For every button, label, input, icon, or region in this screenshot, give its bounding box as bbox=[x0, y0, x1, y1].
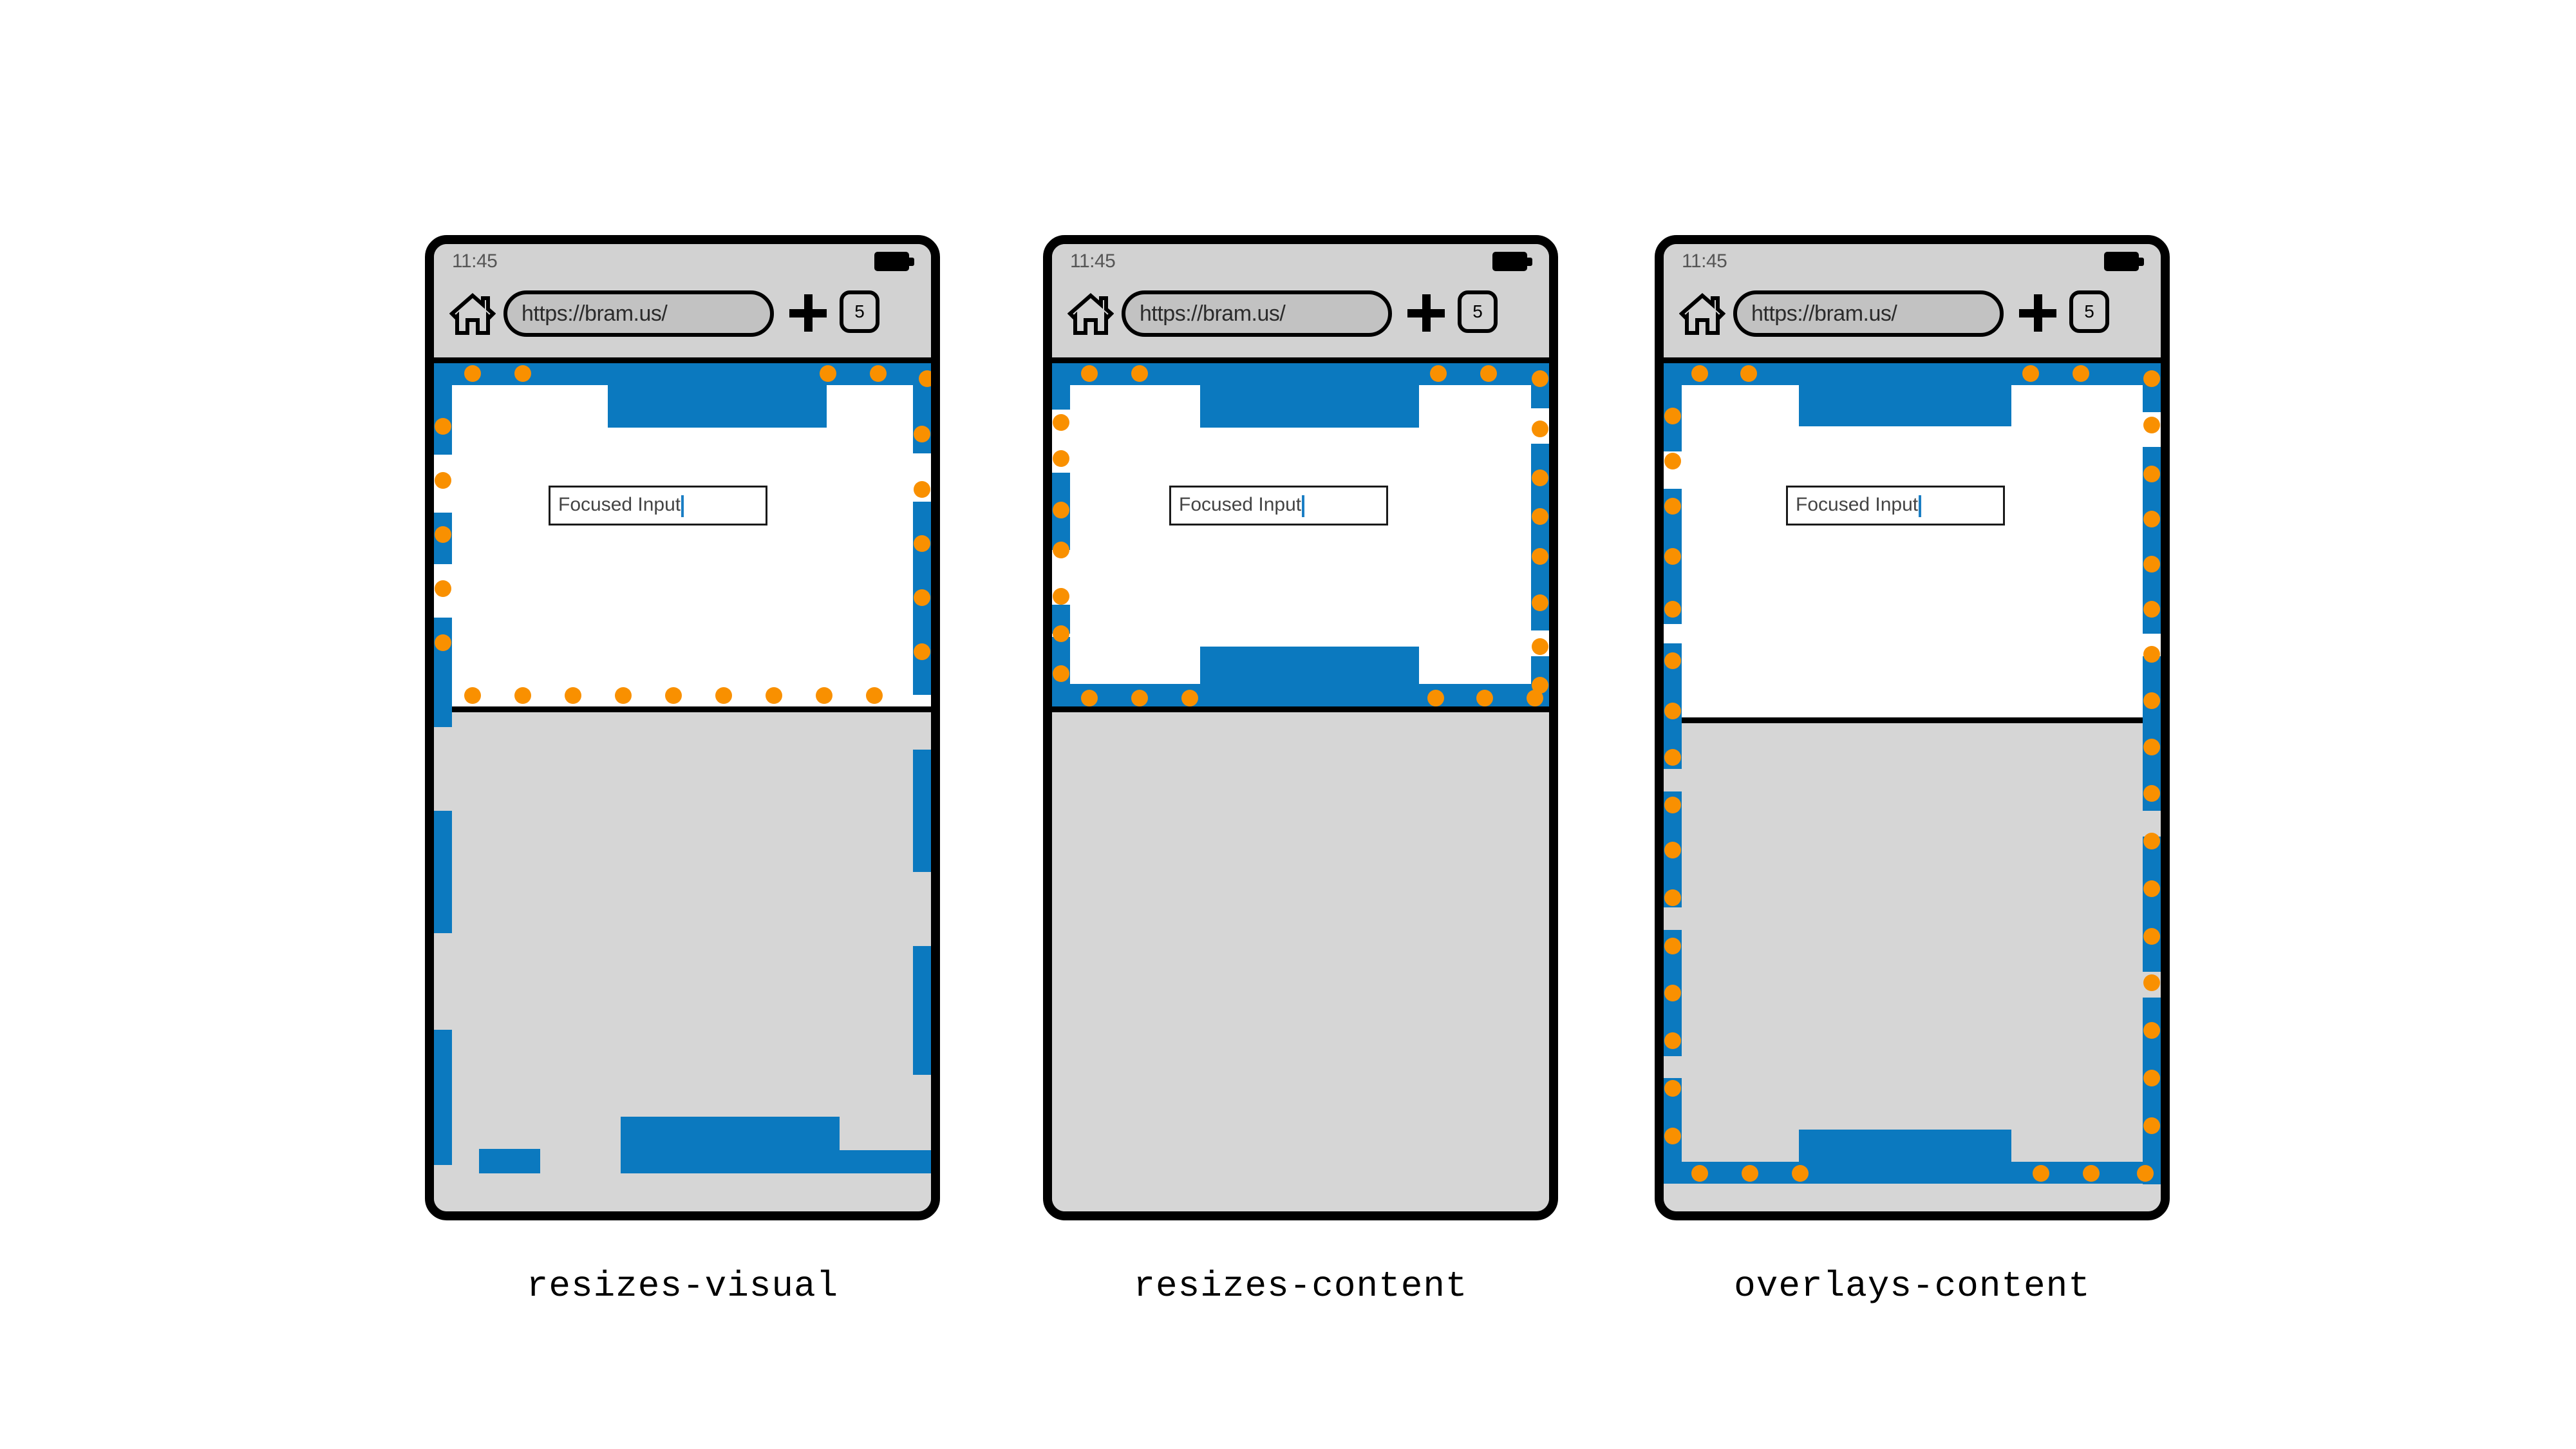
caption-resizes-visual: resizes-visual bbox=[526, 1265, 839, 1307]
url-text: https://bram.us/ bbox=[522, 301, 668, 326]
url-text: https://bram.us/ bbox=[1751, 301, 1897, 326]
browser-chrome: 11:45 https://bram.us/ 5 bbox=[1664, 244, 2161, 363]
status-bar: 11:45 bbox=[434, 244, 931, 279]
virtual-keyboard-area bbox=[1664, 723, 2161, 1211]
page-content-area: Focused Input bbox=[1664, 363, 2161, 717]
url-input[interactable]: https://bram.us/ bbox=[1122, 290, 1392, 337]
url-input[interactable]: https://bram.us/ bbox=[1733, 290, 2004, 337]
page-content-area: Focused Input bbox=[434, 363, 931, 706]
device-screen: Focused Input bbox=[434, 363, 931, 1211]
phone-resizes-visual: 11:45 https://bram.us/ 5 Focused Input bbox=[425, 235, 940, 1220]
browser-chrome: 11:45 https://bram.us/ 5 bbox=[434, 244, 931, 363]
url-text: https://bram.us/ bbox=[1140, 301, 1286, 326]
plus-icon[interactable] bbox=[789, 294, 827, 332]
status-clock: 11:45 bbox=[1070, 251, 1116, 272]
browser-toolbar: https://bram.us/ 5 bbox=[1664, 280, 2161, 351]
text-caret bbox=[1302, 495, 1305, 517]
battery-full-icon bbox=[2104, 252, 2144, 271]
keyboard-divider bbox=[1664, 717, 2161, 723]
focused-input-field[interactable]: Focused Input bbox=[549, 486, 767, 526]
tab-count-badge[interactable]: 5 bbox=[840, 290, 879, 333]
battery-full-icon bbox=[1492, 252, 1532, 271]
tab-count-badge[interactable]: 5 bbox=[1458, 290, 1498, 333]
status-clock: 11:45 bbox=[1682, 251, 1727, 272]
tab-count-label: 5 bbox=[1472, 301, 1483, 321]
device-screen: Focused Input bbox=[1052, 363, 1549, 1211]
text-caret bbox=[1919, 495, 1922, 517]
phone-overlays-content: 11:45 https://bram.us/ 5 Focused Input bbox=[1655, 235, 2170, 1220]
phone-resizes-content: 11:45 https://bram.us/ 5 Focused Input bbox=[1043, 235, 1558, 1220]
browser-chrome: 11:45 https://bram.us/ 5 bbox=[1052, 244, 1549, 363]
url-input[interactable]: https://bram.us/ bbox=[503, 290, 774, 337]
text-caret bbox=[681, 495, 684, 517]
focused-input-value: Focused Input bbox=[1179, 494, 1302, 516]
keyboard-divider bbox=[1052, 706, 1549, 712]
caption-resizes-content: resizes-content bbox=[1133, 1265, 1468, 1307]
battery-full-icon bbox=[874, 252, 914, 271]
caption-overlays-content: overlays-content bbox=[1734, 1265, 2091, 1307]
focused-input-value: Focused Input bbox=[558, 494, 681, 516]
keyboard-divider bbox=[434, 706, 931, 712]
virtual-keyboard-area bbox=[434, 712, 931, 1211]
home-icon[interactable] bbox=[1678, 292, 1726, 337]
page-content-area: Focused Input bbox=[1052, 363, 1549, 706]
tab-count-label: 5 bbox=[2084, 301, 2094, 321]
status-bar: 11:45 bbox=[1664, 244, 2161, 279]
focused-input-field[interactable]: Focused Input bbox=[1786, 486, 2005, 526]
device-screen: Focused Input bbox=[1664, 363, 2161, 1211]
status-clock: 11:45 bbox=[452, 251, 498, 272]
focused-input-value: Focused Input bbox=[1796, 494, 1919, 516]
plus-icon[interactable] bbox=[1407, 294, 1445, 332]
plus-icon[interactable] bbox=[2019, 294, 2056, 332]
tab-count-label: 5 bbox=[854, 301, 865, 321]
home-icon[interactable] bbox=[1067, 292, 1114, 337]
virtual-keyboard-area bbox=[1052, 712, 1549, 1211]
browser-toolbar: https://bram.us/ 5 bbox=[1052, 280, 1549, 351]
focused-input-field[interactable]: Focused Input bbox=[1169, 486, 1388, 526]
tab-count-badge[interactable]: 5 bbox=[2069, 290, 2109, 333]
home-icon[interactable] bbox=[449, 292, 496, 337]
status-bar: 11:45 bbox=[1052, 244, 1549, 279]
browser-toolbar: https://bram.us/ 5 bbox=[434, 280, 931, 351]
